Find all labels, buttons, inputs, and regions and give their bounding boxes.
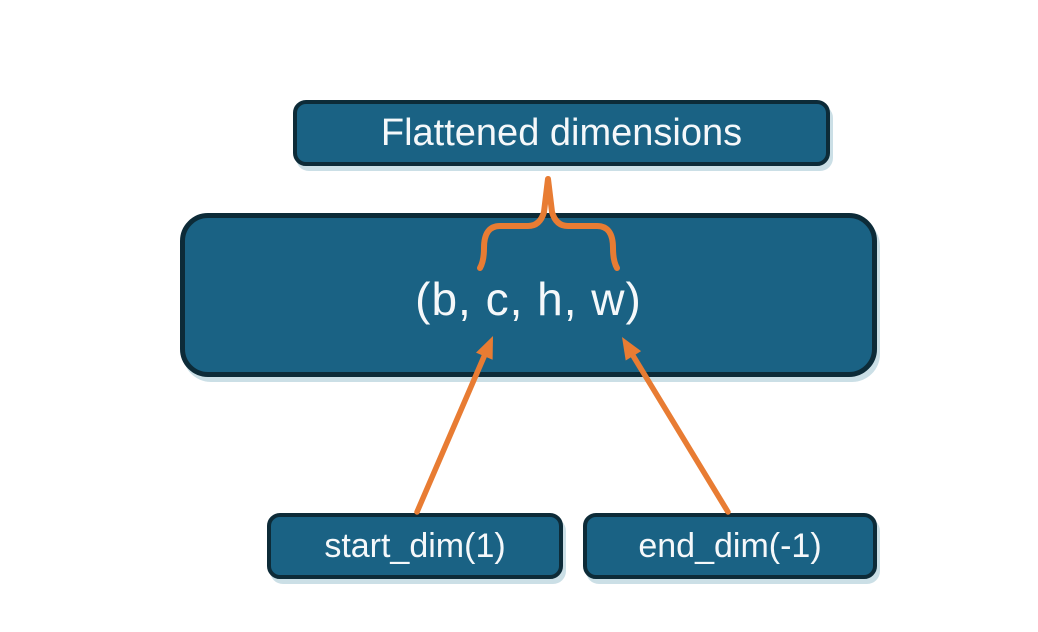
end-dim-arrow-line [629, 351, 731, 515]
tensor-shape-label: (b, c, h, w) [415, 273, 642, 325]
end-dim-label: end_dim(-1) [638, 526, 822, 565]
end-dim-box: end_dim(-1) [583, 513, 877, 579]
start-dim-box: start_dim(1) [267, 513, 563, 579]
flattened-dimensions-label: Flattened dimensions [380, 111, 743, 154]
tensor-shape-box: (b, c, h, w) [180, 213, 877, 377]
flattened-dimensions-box: Flattened dimensions [293, 100, 830, 166]
start-dim-label: start_dim(1) [324, 526, 506, 565]
